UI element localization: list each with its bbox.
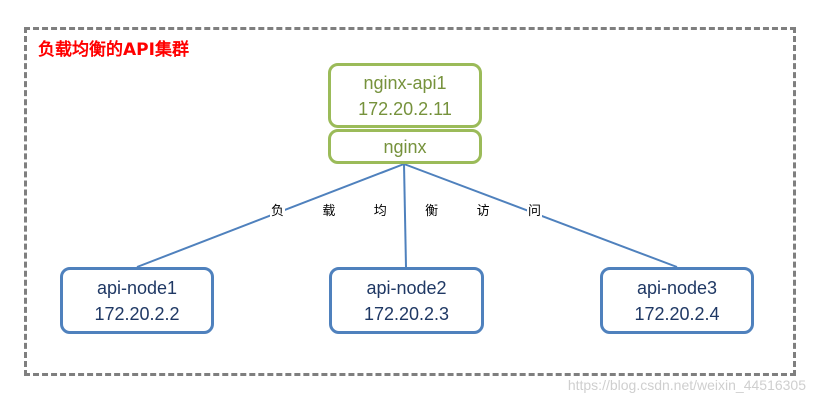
node-name: api-node3 [636,277,718,298]
cluster-frame [24,27,796,376]
nginx-service-box: nginx [328,129,482,164]
label-char: 负 [270,200,286,219]
node-ip: 172.20.2.4 [634,303,720,324]
api-node1-box: api-node1 172.20.2.2 [60,267,214,334]
node-name: api-node1 [96,277,178,298]
node-ip: 172.20.2.3 [363,303,450,324]
label-char: 载 [321,200,337,219]
label-char: 问 [526,200,542,219]
link-to-node2 [403,163,407,268]
api-node2-box: api-node2 172.20.2.3 [329,267,484,334]
cluster-title: 负载均衡的API集群 [38,40,189,60]
node-name: api-node2 [366,277,447,298]
api-node3-box: api-node3 172.20.2.4 [600,267,754,334]
nginx-api1-box: nginx-api1 172.20.2.11 [328,63,482,128]
hub-ip: 172.20.2.11 [358,98,452,119]
label-char: 均 [372,200,388,219]
hub-service: nginx [383,136,427,157]
label-char: 访 [475,200,491,219]
load-balance-access-label: 负 载 均 衡 访 问 [270,200,542,219]
hub-name: nginx-api1 [363,72,447,93]
node-ip: 172.20.2.2 [94,303,180,324]
label-char: 衡 [424,200,440,219]
csdn-watermark: https://blog.csdn.net/weixin_44516305 [567,377,806,393]
